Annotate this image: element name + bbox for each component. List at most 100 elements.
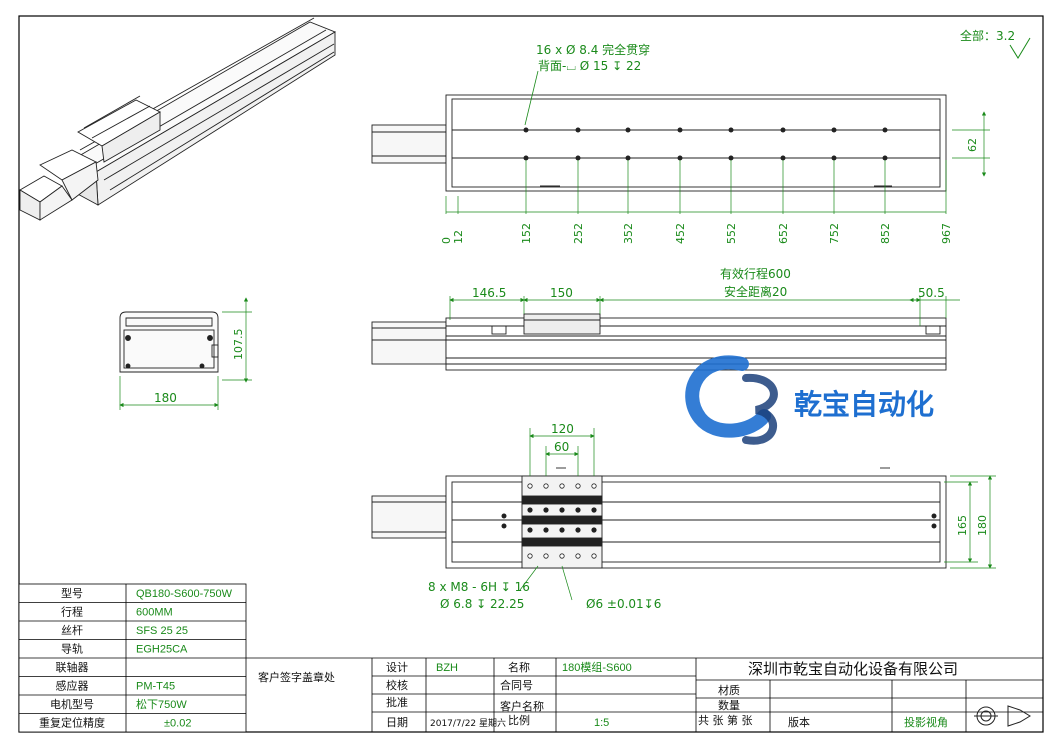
dim-120: 120 (551, 422, 574, 436)
approve-label: 批准 (386, 695, 408, 709)
spec-value: PM-T45 (136, 681, 175, 693)
carriage-hole (559, 483, 565, 489)
isometric-view (19, 17, 337, 221)
x-position-label: 12 (452, 230, 465, 244)
title-block-text: 客户签字盖章处 设计 BZH 校核 批准 日期 2017/7/22 星期六 名称… (258, 660, 1031, 729)
projection-label: 投影视角 (904, 715, 948, 729)
title-block (246, 657, 1043, 732)
mounting-hole (831, 155, 837, 161)
x-position-label: 552 (725, 223, 738, 244)
spec-value: 松下750W (136, 697, 187, 711)
end-width-dimension: 180 (154, 391, 177, 405)
x-position-label: 0 (440, 237, 453, 244)
spec-label: 丝杆 (61, 623, 83, 637)
mounting-hole (575, 127, 581, 133)
check-label: 校核 (386, 678, 408, 692)
watermark-text: 乾宝自动化 (794, 388, 934, 421)
x-position-label: 752 (828, 223, 841, 244)
projection-symbol-icon (974, 705, 1031, 727)
mounting-hole (523, 155, 529, 161)
pin-hole-note: Ø6 ±0.01↧6 (586, 597, 661, 611)
carriage-hole (591, 527, 597, 533)
spec-label: 型号 (61, 586, 83, 600)
dim-165: 165 (956, 515, 969, 536)
carriage-hole (575, 527, 581, 533)
customer-sign-label: 客户签字盖章处 (258, 670, 335, 684)
height-dimension-62: 62 (966, 138, 979, 152)
safety-distance-label: 安全距离20 (724, 284, 787, 299)
sheet-border (18, 15, 1044, 733)
mounting-hole (882, 155, 888, 161)
x-position-label: 852 (879, 223, 892, 244)
spec-value: EGH25CA (136, 644, 188, 656)
date-value: 2017/7/22 星期六 (430, 717, 506, 729)
carriage-hole (575, 553, 581, 559)
carriage-hole (575, 483, 581, 489)
thread-note: 8 x M8 - 6H ↧ 16 (428, 580, 530, 594)
x-position-label: 967 (940, 223, 953, 244)
x-position-label: 352 (622, 223, 635, 244)
material-label: 材质 (718, 683, 740, 697)
carriage-hole (591, 553, 597, 559)
hole-note-through: 16 x Ø 8.4 完全贯穿 (536, 42, 650, 57)
spec-label: 行程 (61, 606, 83, 619)
carriage-hole (527, 507, 533, 513)
company-name: 深圳市乾宝自动化设备有限公司 (748, 660, 958, 678)
design-value: BZH (436, 662, 458, 674)
carriage-hole (591, 507, 597, 513)
mounting-hole (728, 127, 734, 133)
mounting-hole (780, 155, 786, 161)
side-view: 有效行程600 安全距离20 146.5 150 50.5 (371, 266, 960, 371)
carriage-hole (543, 483, 549, 489)
version-label: 版本 (788, 715, 810, 729)
carriage-hole (543, 507, 549, 513)
spec-value: 600MM (136, 607, 173, 619)
design-label: 设计 (386, 661, 408, 674)
carriage-hole (559, 553, 565, 559)
mounting-hole (575, 155, 581, 161)
carriage-hole (527, 553, 533, 559)
spec-value: ±0.02 (164, 718, 191, 730)
carriage-hole (559, 527, 565, 533)
x-position-label: 252 (572, 223, 585, 244)
mounting-hole (831, 127, 837, 133)
carriage-hole (591, 483, 597, 489)
customer-name-label: 客户名称 (500, 699, 544, 713)
x-position-label: 652 (777, 223, 790, 244)
end-height-dimension: 107.5 (232, 329, 245, 361)
stroke-label: 有效行程600 (720, 266, 791, 281)
carriage-hole (527, 483, 533, 489)
spec-label: 联轴器 (56, 660, 89, 674)
dim-150: 150 (550, 286, 573, 300)
carriage-holes (527, 483, 597, 559)
watermark-logo: 乾宝自动化 (685, 355, 934, 445)
surface-finish-text: 全部：3.2 (960, 28, 1015, 43)
spec-value: QB180-S600-750W (136, 588, 233, 600)
quantity-label: 数量 (718, 699, 740, 712)
mounting-hole (523, 127, 529, 133)
x-position-label: 152 (520, 223, 533, 244)
end-view: 180 107.5 (119, 297, 252, 410)
carriage-hole (527, 527, 533, 533)
mounting-hole (677, 155, 683, 161)
spec-label: 重复定位精度 (39, 716, 105, 730)
spec-label: 电机型号 (50, 697, 94, 711)
sheets-label: 共 张 第 张 (698, 713, 753, 727)
surface-finish: 全部：3.2 (960, 28, 1031, 59)
mounting-hole (677, 127, 683, 133)
thread-depth-note: Ø 6.8 ↧ 22.25 (440, 597, 524, 611)
mounting-holes (523, 127, 888, 161)
dim-50-5: 50.5 (918, 286, 945, 300)
name-value: 180模组-S600 (562, 660, 632, 674)
mounting-hole (780, 127, 786, 133)
dim-180: 180 (976, 515, 989, 536)
dim-60: 60 (554, 440, 569, 454)
carriage-hole (543, 527, 549, 533)
name-label: 名称 (508, 660, 530, 674)
spec-label: 感应器 (56, 679, 89, 693)
carriage-hole (543, 553, 549, 559)
